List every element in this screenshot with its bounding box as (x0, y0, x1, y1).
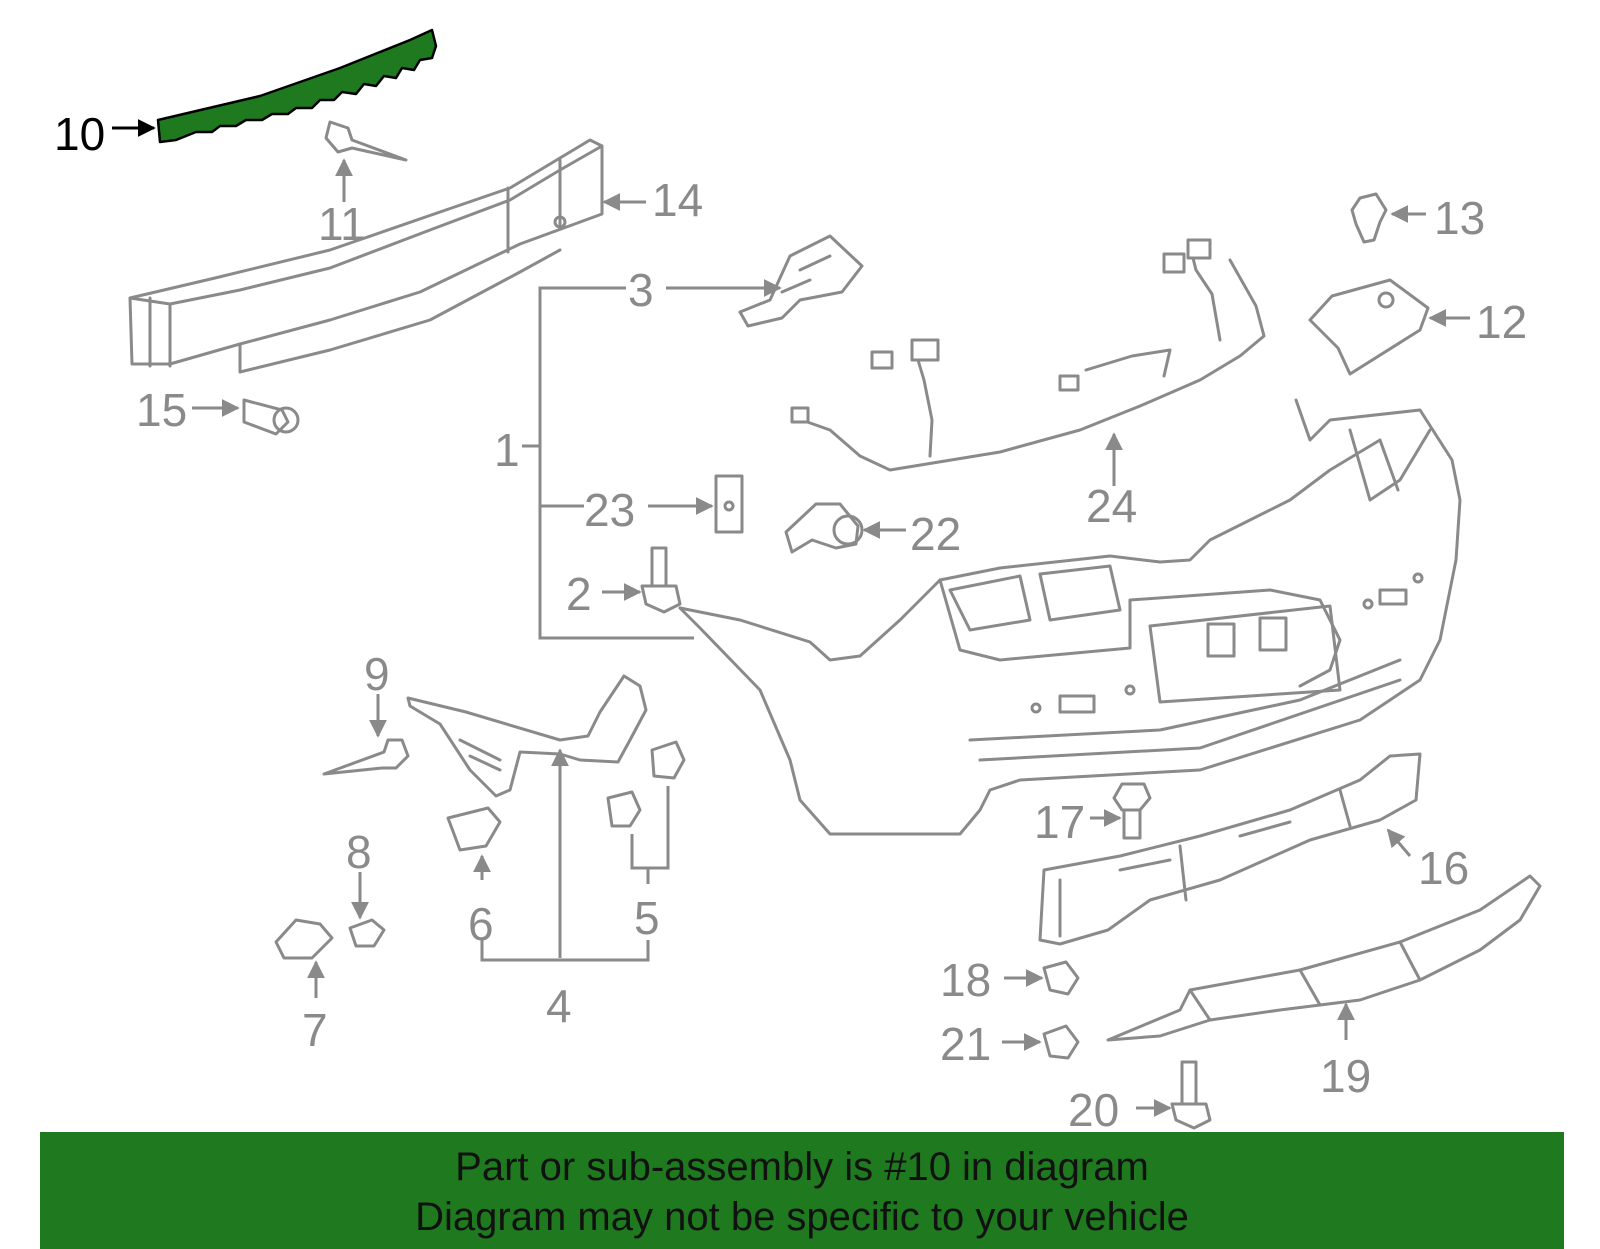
part-3-bracket[interactable] (738, 234, 864, 328)
callout-1: 1 (494, 424, 520, 476)
callout-2: 2 (566, 568, 592, 620)
callout-15: 15 (136, 384, 187, 436)
callout-4: 4 (546, 980, 572, 1032)
part-4-bracket[interactable] (406, 674, 648, 798)
callout-17: 17 (1034, 796, 1085, 848)
part-1-bumper-fascia[interactable] (678, 398, 1462, 836)
part-6-nut[interactable] (446, 806, 502, 852)
part-12-bracket[interactable] (1308, 278, 1430, 376)
callout-23: 23 (584, 484, 635, 536)
part-24-wiring-harness[interactable] (790, 238, 1266, 472)
part-11-push-pin[interactable] (324, 120, 408, 162)
callout-5: 5 (634, 892, 660, 944)
callout-16: 16 (1418, 842, 1469, 894)
callout-24: 24 (1086, 480, 1137, 532)
callout-22: 22 (910, 508, 961, 560)
part-16-lower-bracket[interactable] (1038, 752, 1422, 946)
part-9-push-pin[interactable] (322, 738, 410, 776)
bracket-4-6-5 (480, 938, 650, 962)
callout-10: 10 (54, 108, 105, 160)
info-banner: Part or sub-assembly is #10 in diagram D… (40, 1132, 1564, 1249)
part-22-parking-sensor[interactable] (784, 502, 864, 554)
part-10-energy-absorber[interactable] (156, 28, 438, 144)
callout-9: 9 (364, 648, 390, 700)
part-23-pad[interactable] (714, 474, 744, 534)
bracket-5 (630, 786, 670, 870)
callout-20: 20 (1068, 1084, 1119, 1136)
part-15-bolt[interactable] (242, 398, 300, 436)
callout-8: 8 (346, 826, 372, 878)
part-23-hole (723, 500, 735, 512)
part-14-impact-bar[interactable] (128, 138, 604, 374)
bracket-1 (538, 286, 694, 640)
banner-line-2: Diagram may not be specific to your vehi… (415, 1195, 1189, 1239)
part-7-retainer[interactable] (274, 918, 334, 960)
part-18-clip[interactable] (1042, 960, 1080, 996)
callout-21: 21 (940, 1018, 991, 1070)
callout-3: 3 (628, 264, 654, 316)
part-13-clip[interactable] (1350, 192, 1388, 244)
callout-19: 19 (1320, 1050, 1371, 1102)
part-5-clip-left[interactable] (606, 790, 642, 828)
leader-16 (1386, 828, 1412, 857)
callout-13: 13 (1434, 192, 1485, 244)
part-19-lower-valance[interactable] (1106, 874, 1542, 1042)
callout-12: 12 (1476, 296, 1527, 348)
callout-18: 18 (940, 954, 991, 1006)
part-8-clip[interactable] (348, 918, 386, 948)
part-21-clip[interactable] (1042, 1024, 1080, 1060)
callout-7: 7 (302, 1004, 328, 1056)
part-2-stud[interactable] (640, 546, 682, 614)
callout-14: 14 (652, 174, 703, 226)
part-20-stud[interactable] (1170, 1060, 1212, 1130)
part-17-bolt[interactable] (1112, 782, 1152, 840)
banner-line-1: Part or sub-assembly is #10 in diagram (455, 1145, 1149, 1189)
part-5-clip-right[interactable] (650, 740, 686, 780)
